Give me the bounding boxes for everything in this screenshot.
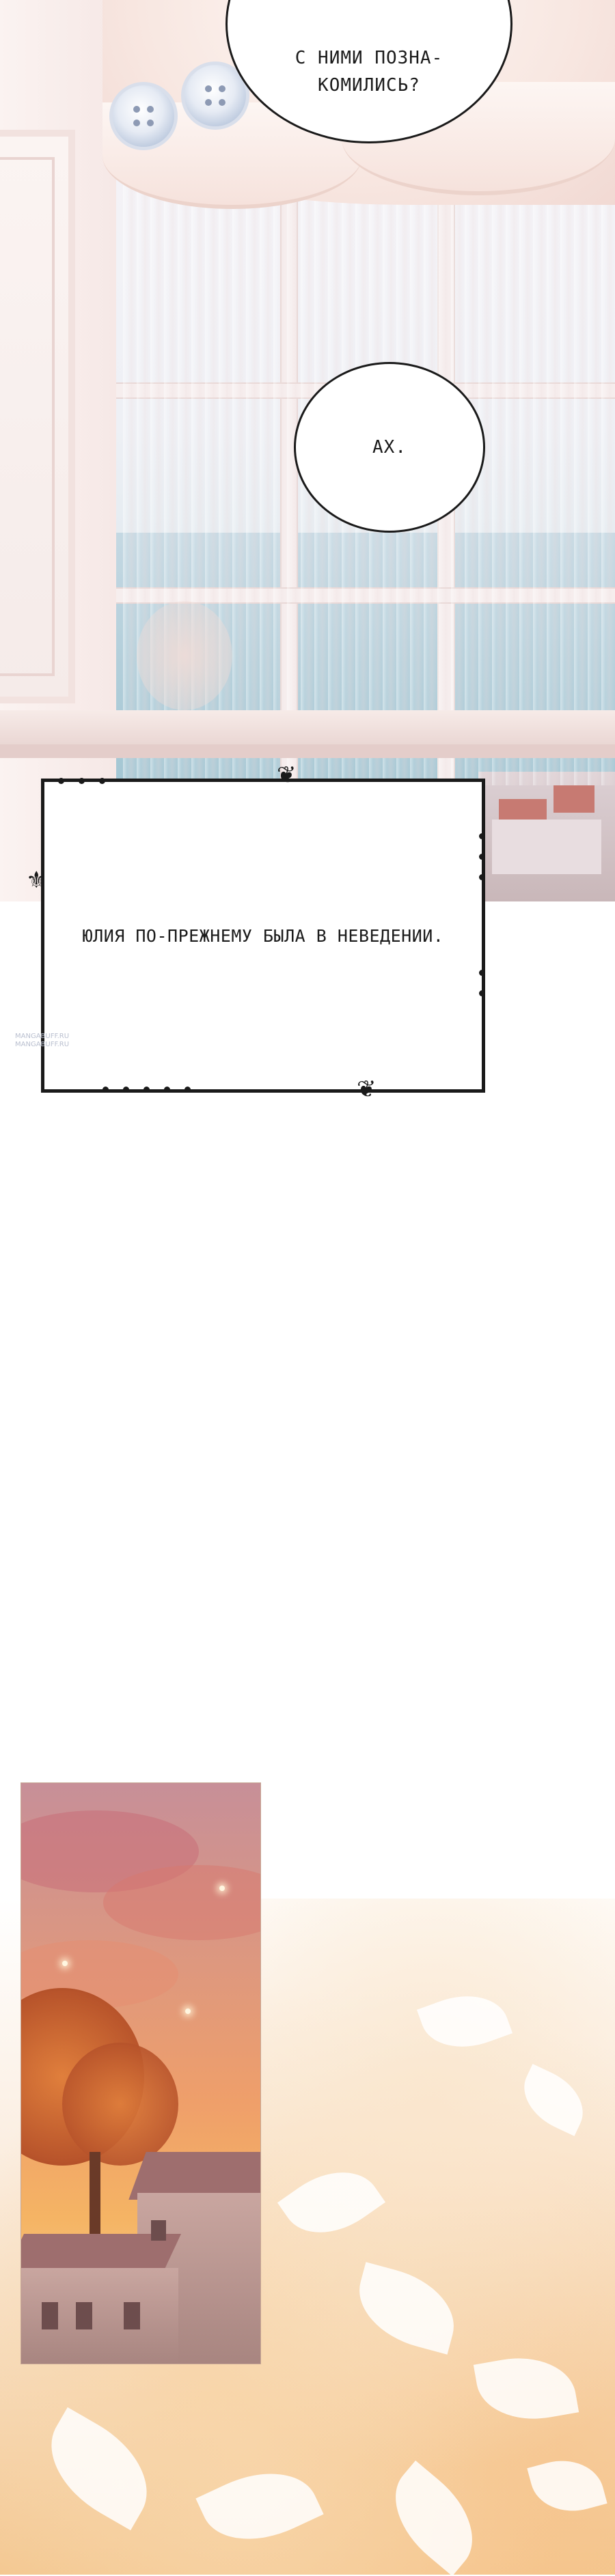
house-window: [151, 2220, 166, 2241]
window-sill: [0, 710, 615, 744]
sparkle: [62, 1961, 68, 1966]
cloud: [103, 1865, 260, 1940]
ornament-dot: [479, 970, 485, 976]
button-hole: [133, 106, 140, 113]
wall-panel-inner-frame: [0, 157, 55, 676]
tree-foliage: [62, 2043, 178, 2166]
speech-line: С НИМИ ПОЗНА-: [295, 48, 443, 68]
watermark-line: MANGABUFF.RU: [15, 1041, 70, 1048]
tree-trunk: [90, 2152, 100, 2234]
button-hole: [205, 99, 212, 106]
button-hole: [205, 85, 212, 92]
ornament-dot: [99, 778, 105, 784]
ornament-flourish-icon: ❦: [277, 761, 297, 789]
town-view: [478, 772, 615, 901]
town-buildings: [492, 820, 601, 874]
sparkle: [219, 1886, 225, 1891]
ornament-dot: [58, 778, 64, 784]
watermark-line: MANGABUFF.RU: [15, 1033, 70, 1040]
ornament-flourish-icon: ❦: [357, 1076, 377, 1103]
ornament-dot: [479, 990, 485, 996]
sparkle: [185, 2008, 191, 2014]
watermark: MANGABUFF.RU MANGABUFF.RU: [15, 1033, 69, 1049]
window-scene-panel: С НИМИ ПОЗНА- КОМИЛИСЬ? АХ.: [0, 0, 615, 901]
narration-box: ЮЛИЯ ПО-ПРЕЖНЕМУ БЫЛА В НЕВЕДЕНИИ.: [41, 779, 485, 1093]
window-sill-trim: [0, 744, 615, 758]
ornament-dot: [102, 1087, 109, 1093]
window-mullion: [280, 178, 298, 779]
button-hole: [133, 120, 140, 126]
house-window: [76, 2302, 92, 2329]
speech-line: АХ.: [372, 437, 407, 458]
ornament-dot: [123, 1087, 129, 1093]
window-transom: [116, 587, 615, 604]
button-hole: [147, 120, 154, 126]
button-hole: [219, 99, 226, 106]
speech-bubble-middle: АХ.: [294, 362, 485, 533]
narration-text: ЮЛИЯ ПО-ПРЕЖНЕМУ БЫЛА В НЕВЕДЕНИИ.: [82, 925, 444, 946]
button-hole: [147, 106, 154, 113]
curtain-tieback: [137, 601, 232, 710]
curtain-button-ornament: [109, 82, 178, 150]
house-window: [124, 2302, 140, 2329]
ornament-dot: [184, 1087, 191, 1093]
sunset-scene-panel: [20, 1782, 261, 2364]
wall-panel-frame: [0, 130, 75, 703]
ornament-dot: [479, 854, 485, 860]
button-hole: [219, 85, 226, 92]
ornament-dot: [164, 1087, 170, 1093]
town-roof: [554, 785, 594, 813]
speech-line: КОМИЛИСЬ?: [318, 75, 420, 96]
ornament-dot: [79, 778, 85, 784]
town-roof: [499, 799, 547, 820]
ornament-dot: [479, 833, 485, 839]
house-window: [42, 2302, 58, 2329]
ornament-dot: [144, 1087, 150, 1093]
ornament-dot: [479, 874, 485, 880]
ornament-flourish-icon: ⚜: [26, 867, 47, 894]
curtain-button-ornament: [181, 61, 249, 130]
